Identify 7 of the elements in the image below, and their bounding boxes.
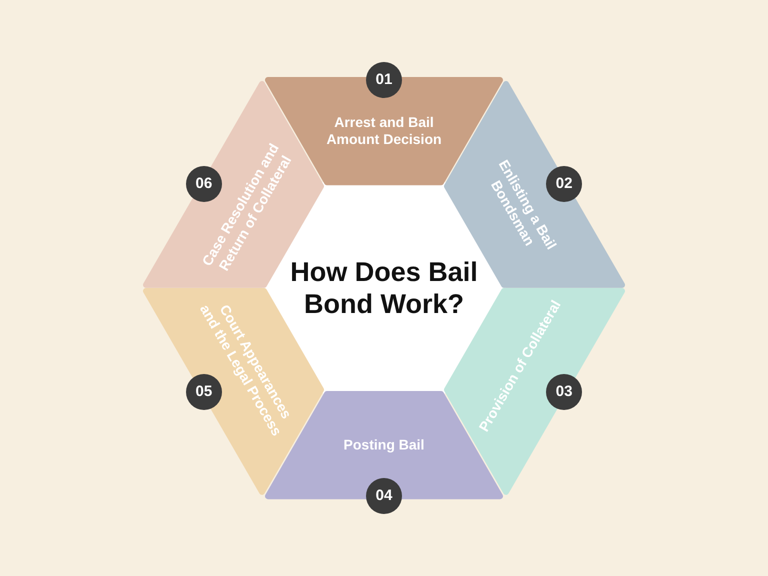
step-number-badge: 06 <box>186 166 222 202</box>
center-title: How Does Bail Bond Work? <box>289 256 479 320</box>
step-number-badge: 04 <box>366 478 402 514</box>
step-number-badge: 05 <box>186 374 222 410</box>
step-label: Arrest and Bail Amount Decision <box>325 114 443 148</box>
step-label: Posting Bail <box>342 436 426 454</box>
step-number-badge: 01 <box>366 62 402 98</box>
